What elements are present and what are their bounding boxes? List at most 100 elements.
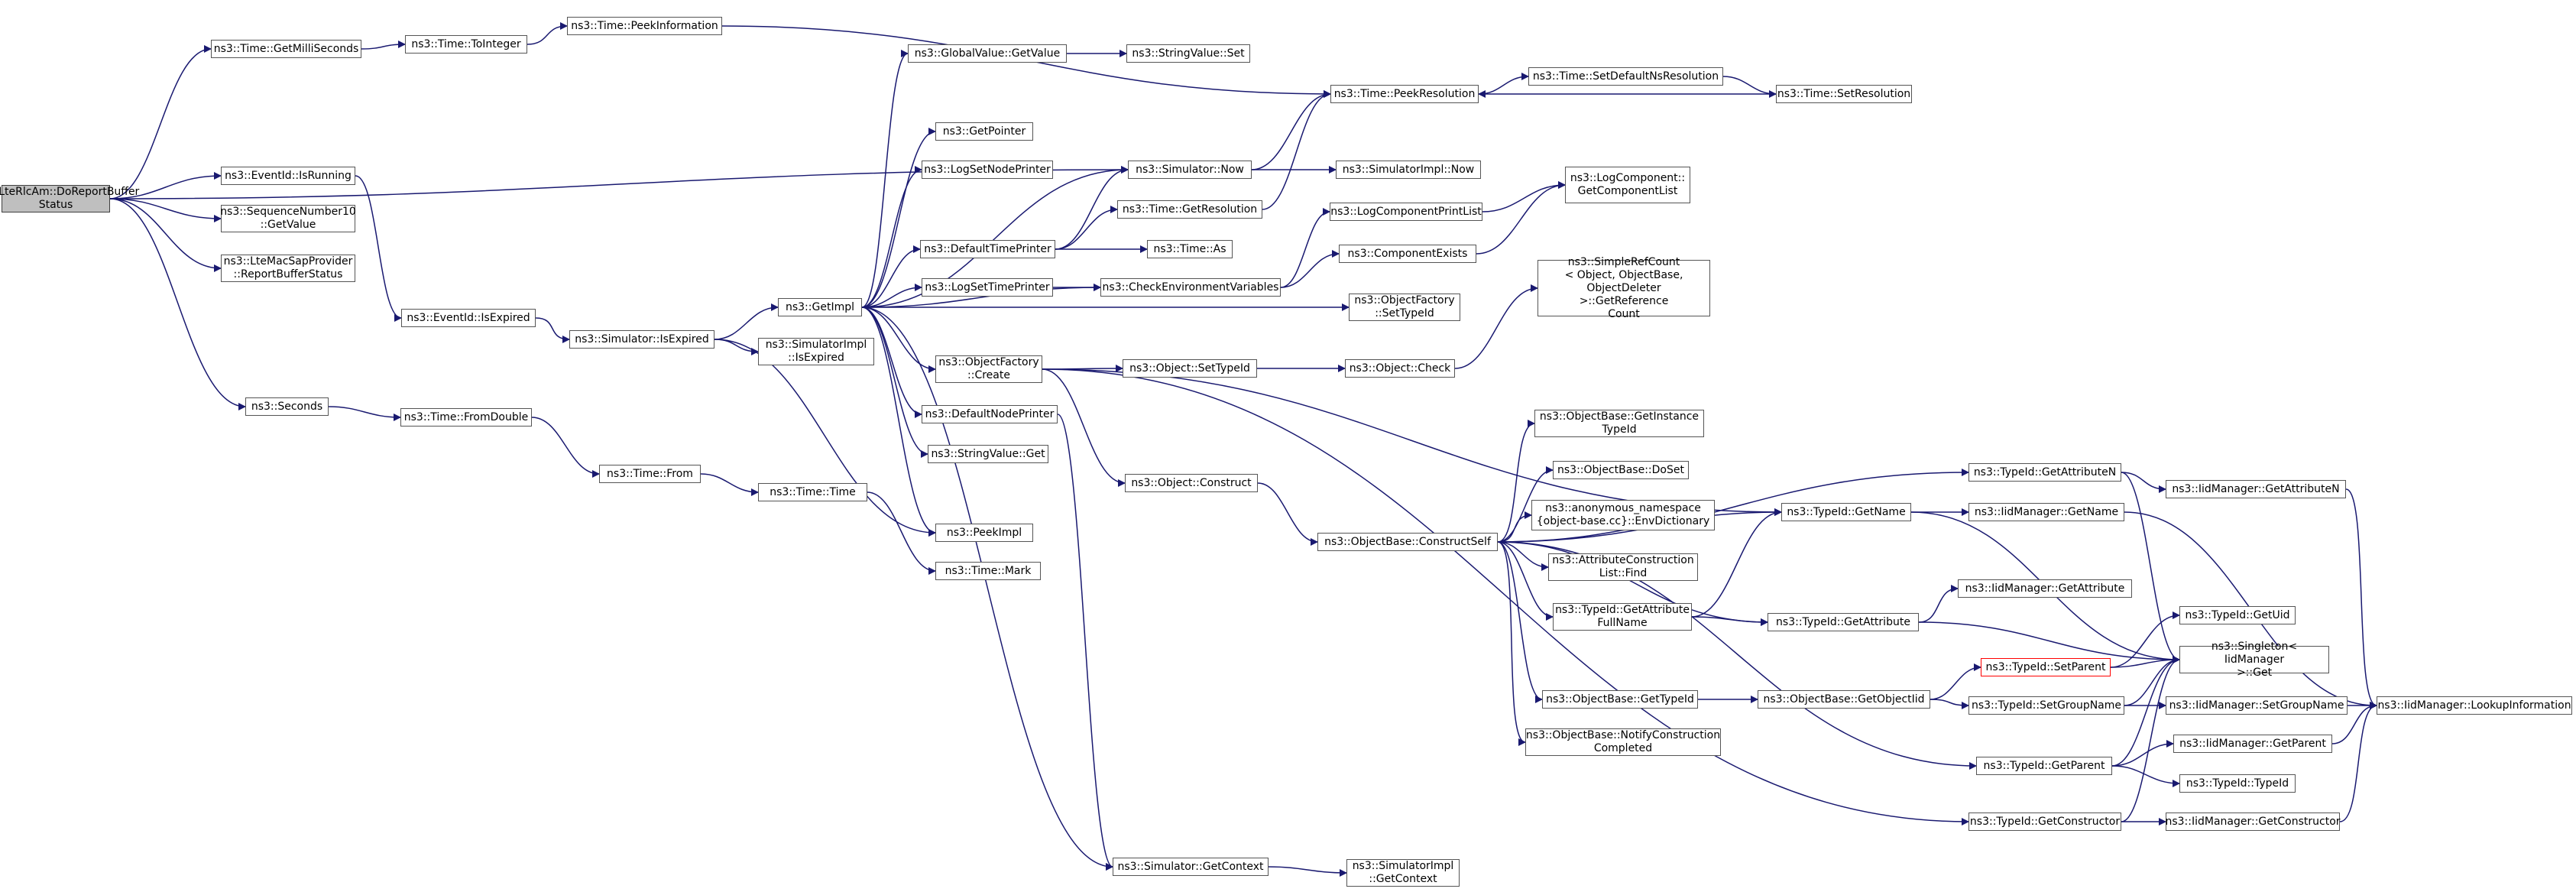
- node-typeIdGetUid[interactable]: ns3::TypeId::GetUid: [2179, 606, 2296, 624]
- edge-typeIdGetAttributeN-to-iidGetAttributeN: [2121, 472, 2166, 493]
- node-simImplIsExpired[interactable]: ns3::SimulatorImpl ::IsExpired: [758, 338, 874, 365]
- edge-root-to-seconds: [109, 198, 246, 410]
- node-componentExists[interactable]: ns3::ComponentExists: [1339, 245, 1476, 263]
- node-iidLookupInformation[interactable]: ns3::IidManager::LookupInformation: [2377, 696, 2572, 715]
- node-simImplNow[interactable]: ns3::SimulatorImpl::Now: [1336, 161, 1481, 179]
- node-peekImpl[interactable]: ns3::PeekImpl: [935, 524, 1033, 542]
- edge-constructSelf-to-getAttributeFullName: [1497, 541, 1554, 621]
- node-envDictionary[interactable]: ns3::anonymous_namespace {object-base.cc…: [1531, 500, 1715, 530]
- node-typeIdGetConstructor[interactable]: ns3::TypeId::GetConstructor: [1968, 813, 2121, 831]
- node-notifyConstructionCompleted[interactable]: ns3::ObjectBase::NotifyConstruction Comp…: [1525, 728, 1721, 756]
- node-seconds[interactable]: ns3::Seconds: [245, 397, 329, 416]
- edge-getImpl-to-logSetNodePrinter: [861, 166, 922, 308]
- node-doSet[interactable]: ns3::ObjectBase::DoSet: [1553, 461, 1689, 479]
- node-peekInformation[interactable]: ns3::Time::PeekInformation: [567, 17, 722, 35]
- node-getComponentList[interactable]: ns3::LogComponent:: GetComponentList: [1565, 167, 1690, 203]
- node-iidGetAttributeN[interactable]: ns3::IidManager::GetAttributeN: [2166, 480, 2346, 498]
- edge-timeFrom-to-timeTime: [700, 473, 759, 496]
- node-setDefaultNsRes[interactable]: ns3::Time::SetDefaultNsResolution: [1528, 67, 1723, 86]
- node-iidSetGroupName[interactable]: ns3::IidManager::SetGroupName: [2166, 696, 2348, 715]
- edge-constructSelf-to-typeIdGetAttributeN: [1497, 469, 1969, 543]
- node-iidGetName[interactable]: ns3::IidManager::GetName: [1968, 503, 2124, 521]
- edge-getObjectIid-to-typeIdSetGroupName: [1930, 699, 1969, 709]
- node-toInteger[interactable]: ns3::Time::ToInteger: [405, 35, 527, 54]
- edge-objFactoryCreate-to-typeIdGetConstructor: [1042, 368, 1969, 826]
- node-fromDouble[interactable]: ns3::Time::FromDouble: [400, 408, 532, 427]
- node-simIsExpired[interactable]: ns3::Simulator::IsExpired: [569, 330, 714, 349]
- node-stringValueSet[interactable]: ns3::StringValue::Set: [1126, 44, 1250, 63]
- node-logSetTimePrinter[interactable]: ns3::LogSetTimePrinter: [922, 278, 1053, 297]
- edge-constructSelf-to-doSet: [1497, 466, 1554, 543]
- node-iidGetParent[interactable]: ns3::IidManager::GetParent: [2173, 735, 2332, 753]
- node-iidGetConstructor[interactable]: ns3::IidManager::GetConstructor: [2165, 813, 2341, 831]
- node-objFactorySetTypeId[interactable]: ns3::ObjectFactory ::SetTypeId: [1349, 294, 1460, 321]
- edge-constructSelf-to-attrConstructionFind: [1497, 541, 1549, 571]
- edge-getAttributeFullName-to-typeIdGetName: [1691, 508, 1782, 618]
- node-typeIdTypeId[interactable]: ns3::TypeId::TypeId: [2179, 774, 2296, 793]
- node-getObjectIid[interactable]: ns3::ObjectBase::GetObjectIid: [1758, 690, 1930, 709]
- node-objectConstruct[interactable]: ns3::Object::Construct: [1125, 474, 1258, 492]
- node-getResolution[interactable]: ns3::Time::GetResolution: [1117, 200, 1262, 219]
- edge-typeIdGetParent-to-typeIdTypeId: [2111, 765, 2180, 787]
- edge-iidGetAttributeN-to-iidLookupInformation: [2345, 488, 2377, 709]
- node-logSetNodePrinter[interactable]: ns3::LogSetNodePrinter: [922, 161, 1053, 179]
- node-logComponentPrintList[interactable]: ns3::LogComponentPrintList: [1330, 203, 1482, 221]
- node-globalGetValue[interactable]: ns3::GlobalValue::GetValue: [908, 44, 1067, 63]
- edge-getImpl-to-objFactoryCreate: [861, 307, 936, 373]
- node-typeIdGetName[interactable]: ns3::TypeId::GetName: [1781, 503, 1911, 521]
- edge-constructSelf-to-envDictionary: [1497, 511, 1532, 543]
- node-defaultTimePrinter[interactable]: ns3::DefaultTimePrinter: [920, 240, 1055, 258]
- edge-typeIdSetGroupName-to-singletonGet: [2124, 656, 2180, 706]
- node-simImplGetContext[interactable]: ns3::SimulatorImpl ::GetContext: [1346, 859, 1460, 887]
- node-timeFrom[interactable]: ns3::Time::From: [599, 465, 701, 483]
- edge-typeIdGetParent-to-iidGetParent: [2111, 740, 2174, 767]
- node-seqNumGetValue[interactable]: ns3::SequenceNumber10 ::GetValue: [220, 205, 356, 232]
- node-iidGetAttribute[interactable]: ns3::IidManager::GetAttribute: [1958, 579, 2132, 598]
- node-objBaseGetTypeId[interactable]: ns3::ObjectBase::GetTypeId: [1542, 690, 1698, 709]
- node-typeIdGetParent[interactable]: ns3::TypeId::GetParent: [1976, 757, 2112, 775]
- node-checkEnvVars[interactable]: ns3::CheckEnvironmentVariables: [1100, 278, 1281, 297]
- edge-timeTime-to-timeMark: [867, 491, 936, 575]
- node-timeTime[interactable]: ns3::Time::Time: [758, 483, 867, 501]
- node-simGetContext[interactable]: ns3::Simulator::GetContext: [1113, 858, 1269, 876]
- node-objFactoryCreate[interactable]: ns3::ObjectFactory ::Create: [935, 355, 1042, 383]
- edge-constructSelf-to-objBaseGetTypeId: [1497, 541, 1543, 703]
- node-objectSetTypeId[interactable]: ns3::Object::SetTypeId: [1123, 359, 1257, 378]
- node-timeAs[interactable]: ns3::Time::As: [1147, 240, 1233, 258]
- node-peekResolution[interactable]: ns3::Time::PeekResolution: [1330, 85, 1479, 103]
- edge-getImpl-to-simGetContext: [861, 307, 1113, 871]
- edge-getAttributeFullName-to-typeIdGetAttribute: [1691, 616, 1768, 626]
- node-typeIdSetParent[interactable]: ns3::TypeId::SetParent: [1981, 658, 2111, 676]
- node-getAttributeFullName[interactable]: ns3::TypeId::GetAttribute FullName: [1553, 603, 1692, 631]
- node-reportBufferStatus[interactable]: ns3::LteMacSapProvider ::ReportBufferSta…: [221, 255, 355, 282]
- node-stringValueGet[interactable]: ns3::StringValue::Get: [928, 445, 1048, 463]
- node-getImpl[interactable]: ns3::GetImpl: [778, 298, 862, 316]
- node-getMilliSeconds[interactable]: ns3::Time::GetMilliSeconds: [211, 40, 361, 58]
- node-typeIdGetAttributeN[interactable]: ns3::TypeId::GetAttributeN: [1968, 463, 2121, 482]
- edge-typeIdGetAttribute-to-singletonGet: [1918, 621, 2180, 663]
- edge-toInteger-to-peekInformation: [527, 22, 568, 45]
- node-setResolution[interactable]: ns3::Time::SetResolution: [1776, 85, 1912, 103]
- node-typeIdSetGroupName[interactable]: ns3::TypeId::SetGroupName: [1968, 696, 2124, 715]
- edge-root-to-eventIdIsRunning: [109, 172, 222, 199]
- node-typeIdGetAttribute[interactable]: ns3::TypeId::GetAttribute: [1768, 613, 1919, 631]
- node-constructSelf[interactable]: ns3::ObjectBase::ConstructSelf: [1317, 533, 1498, 551]
- node-getPointer[interactable]: ns3::GetPointer: [935, 122, 1033, 141]
- node-simNow[interactable]: ns3::Simulator::Now: [1128, 161, 1252, 179]
- node-getInstanceTypeId[interactable]: ns3::ObjectBase::GetInstance TypeId: [1534, 410, 1704, 437]
- node-timeMark[interactable]: ns3::Time::Mark: [935, 562, 1041, 580]
- node-attrConstructionFind[interactable]: ns3::AttributeConstruction List::Find: [1548, 553, 1698, 581]
- node-simpleRefCount[interactable]: ns3::SimpleRefCount < Object, ObjectBase…: [1537, 256, 1710, 320]
- edge-typeIdGetParent-to-singletonGet: [2111, 656, 2180, 767]
- edge-defaultTimePrinter-to-getResolution: [1055, 206, 1118, 250]
- edge-checkEnvVars-to-componentExists: [1280, 250, 1340, 288]
- edge-componentExists-to-getComponentList: [1476, 181, 1566, 255]
- node-eventIdIsExpired[interactable]: ns3::EventId::IsExpired: [401, 309, 536, 327]
- edge-peekResolution-to-setDefaultNsRes: [1478, 73, 1529, 95]
- node-defaultNodePrinter[interactable]: ns3::DefaultNodePrinter: [922, 405, 1058, 423]
- edge-getImpl-to-stringValueGet: [861, 307, 928, 458]
- node-singletonGet[interactable]: ns3::Singleton< IidManager >::Get: [2179, 641, 2329, 679]
- node-eventIdIsRunning[interactable]: ns3::EventId::IsRunning: [221, 167, 355, 185]
- node-objectCheck[interactable]: ns3::Object::Check: [1345, 359, 1455, 378]
- edge-getImpl-to-defaultTimePrinter: [861, 245, 921, 308]
